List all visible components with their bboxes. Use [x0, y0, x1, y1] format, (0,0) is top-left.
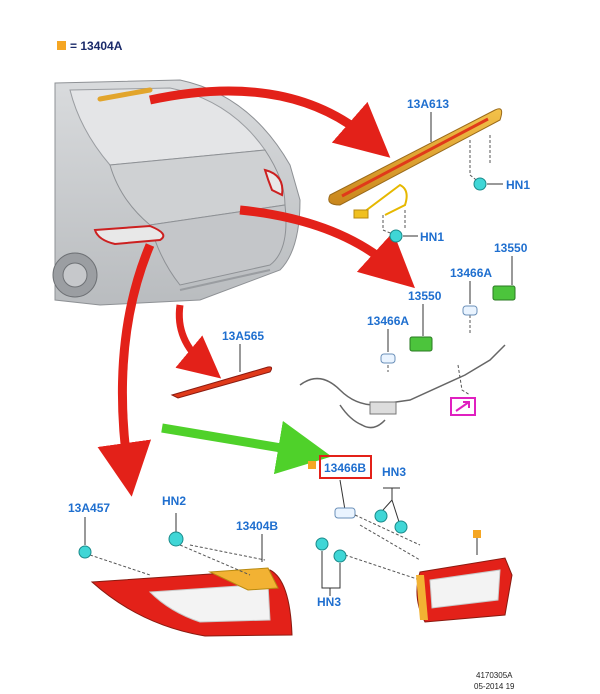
legend-swatch-marker	[308, 461, 316, 469]
bulb-socket-icon	[333, 549, 347, 563]
label-13466a-right: 13466A	[450, 266, 492, 280]
legend-text: = 13404A	[70, 39, 123, 53]
bulb-13550-left	[409, 336, 433, 352]
diagonal-arrow-icon	[455, 401, 470, 412]
bulb-socket-icon	[168, 531, 184, 547]
bulb-socket-icon	[473, 177, 487, 191]
bulb-socket-icon	[374, 509, 388, 523]
figure-date: 05-2014 19	[474, 682, 515, 691]
part-13466b-callout-box	[319, 455, 372, 479]
high-mount-stop-lamp	[328, 108, 503, 243]
arrow-callout-box	[450, 397, 476, 416]
legend: = 13404A	[57, 39, 123, 53]
rear-reflector	[170, 344, 273, 399]
label-13a613: 13A613	[407, 97, 449, 111]
label-13a457: 13A457	[68, 501, 110, 515]
arrow-to-reflector	[175, 304, 222, 379]
arrow-to-harness	[239, 205, 415, 289]
label-hn3-top: HN3	[382, 465, 406, 479]
label-hn3-bottom: HN3	[317, 595, 341, 609]
bulb-socket-icon	[78, 545, 92, 559]
label-13a565: 13A565	[222, 329, 264, 343]
bulb-socket-icon	[389, 229, 403, 243]
legend-swatch-marker	[473, 530, 481, 538]
figure-code: 4170305A	[476, 671, 513, 680]
wiring-harness	[299, 256, 516, 429]
bulb-13466b	[334, 507, 356, 519]
bulb-13550-right	[492, 285, 516, 301]
part-labels: 13A613 HN1 HN1 13550 13466A 13550 13466A…	[68, 97, 530, 609]
bulb-socket-icon	[315, 537, 329, 551]
label-13466a-left: 13466A	[367, 314, 409, 328]
label-hn1-mid: HN1	[420, 230, 444, 244]
callout-arrows	[97, 86, 415, 497]
label-13466b: 13466B	[324, 461, 366, 475]
label-hn2: HN2	[162, 494, 186, 508]
vehicle-rear-illustration	[52, 79, 301, 306]
bulb-socket-13466a-left	[380, 353, 396, 364]
arrow-to-inner-lamp	[161, 420, 332, 475]
bulb-socket-13466a-right	[462, 305, 478, 316]
inner-tail-lamp	[308, 455, 513, 623]
legend-swatch	[57, 41, 66, 50]
arrow-to-high-mount-lamp	[149, 86, 391, 158]
label-hn1-top: HN1	[506, 178, 530, 192]
figure-reference: 4170305A 05-2014 19	[474, 671, 515, 691]
bulb-socket-icon	[394, 520, 408, 534]
label-13550-right: 13550	[494, 241, 528, 255]
label-13550-left: 13550	[408, 289, 442, 303]
outer-tail-lamp	[78, 513, 293, 637]
arrow-to-outer-lamp	[97, 243, 155, 497]
label-13404b: 13404B	[236, 519, 278, 533]
